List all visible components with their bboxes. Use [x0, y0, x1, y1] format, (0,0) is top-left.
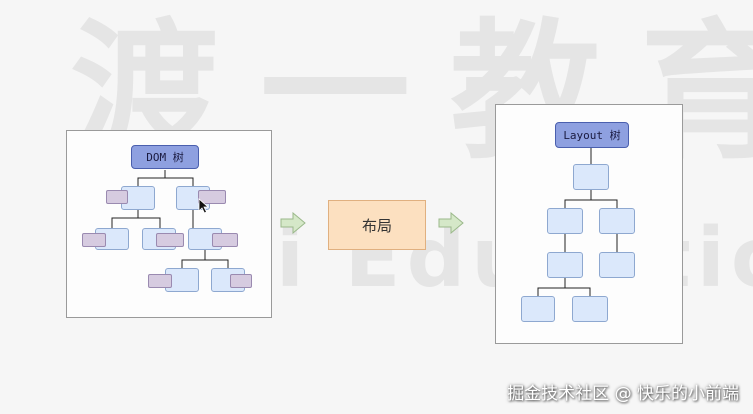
- layout-node: [547, 252, 583, 278]
- layout-process-box: 布局: [328, 200, 426, 250]
- layout-node: [599, 252, 635, 278]
- layout-node: [573, 164, 609, 190]
- dom-attribute: [148, 274, 172, 288]
- right-arrow-icon: [438, 212, 464, 234]
- dom-attribute: [212, 233, 238, 247]
- footer-credit: 掘金技术社区 @ 快乐的小前端: [507, 384, 739, 404]
- dom-attribute: [230, 274, 252, 288]
- layout-node: [521, 296, 555, 322]
- dom-attribute: [106, 190, 128, 204]
- right-arrow-icon: [280, 212, 306, 234]
- mouse-pointer-icon: [198, 198, 210, 214]
- layout-tree-root: Layout 树: [555, 122, 629, 148]
- dom-attribute: [198, 190, 226, 204]
- dom-attribute: [156, 233, 184, 247]
- layout-node: [547, 208, 583, 234]
- layout-node: [599, 208, 635, 234]
- layout-node: [572, 296, 608, 322]
- dom-attribute: [82, 233, 106, 247]
- dom-tree-root: DOM 树: [131, 145, 199, 169]
